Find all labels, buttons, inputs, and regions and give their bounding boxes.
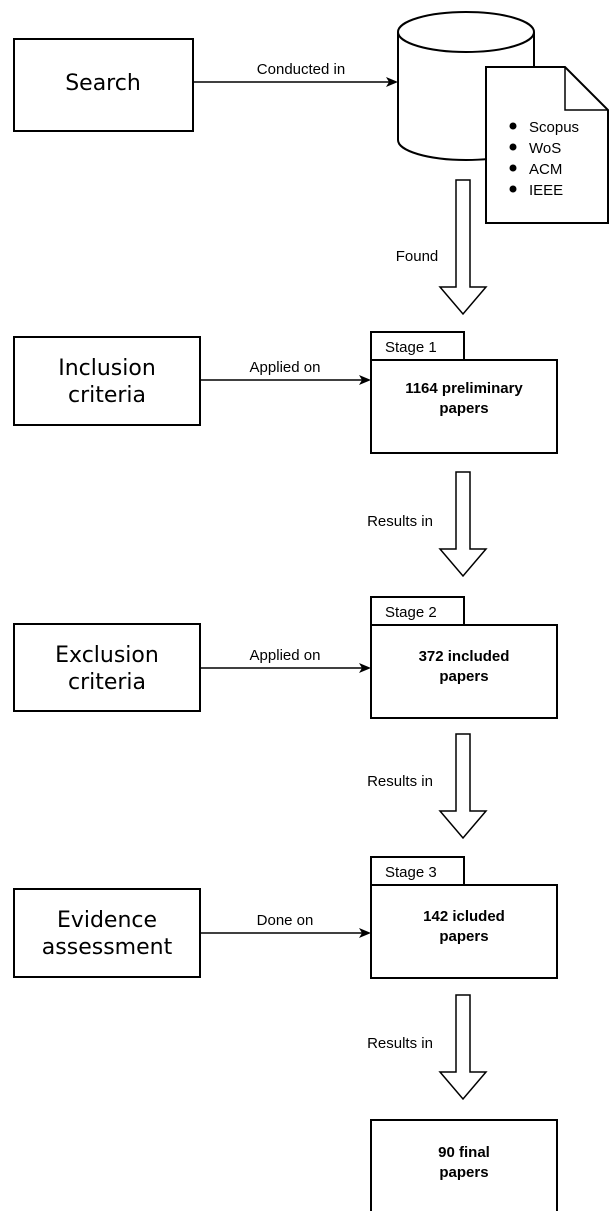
results-in-label: Results in: [367, 773, 433, 790]
applied-on-label: Applied on: [250, 647, 321, 664]
exclusion-criteria-box: [13, 623, 201, 712]
database-item-acm: ACM: [529, 161, 562, 178]
bullet-icon: [509, 122, 517, 130]
inclusion-criteria-line1: Inclusion: [58, 356, 156, 381]
bullet-icon: [509, 143, 517, 151]
final-papers-line2: papers: [439, 1164, 488, 1181]
stage-1-tab-label: Stage 1: [385, 339, 437, 356]
stage-2-tab-label: Stage 2: [385, 604, 437, 621]
database-item-ieee: IEEE: [529, 182, 563, 199]
results-in-arrow-icon: [438, 994, 488, 1101]
applied-on-arrowhead: [359, 663, 371, 673]
search-box-label: Search: [65, 71, 141, 96]
exclusion-criteria-line2: criteria: [68, 670, 146, 695]
stage-3-tab: [370, 856, 465, 886]
final-papers-box: [370, 1119, 558, 1211]
bullet-icon: [509, 185, 517, 193]
results-in-arrow-icon: [438, 733, 488, 840]
applied-on-label: Applied on: [250, 359, 321, 376]
stage-3-line2: papers: [439, 928, 488, 945]
applied-on-arrowhead: [359, 375, 371, 385]
evidence-assessment-line2: assessment: [42, 935, 173, 960]
database-item-scopus: Scopus: [529, 119, 579, 136]
stage-3-line1: 142 icluded: [423, 908, 505, 925]
stage-2-line1: 372 included: [419, 648, 510, 665]
stage-3-tab-label: Stage 3: [385, 864, 437, 881]
database-item-wos: WoS: [529, 140, 561, 157]
search-box: [13, 38, 194, 132]
exclusion-criteria-line1: Exclusion: [55, 643, 159, 668]
stage-3-box: [370, 884, 558, 979]
done-on-arrowhead: [359, 928, 371, 938]
inclusion-criteria-box: [13, 336, 201, 426]
evidence-assessment-box: [13, 888, 201, 978]
stage-1-line2: papers: [439, 400, 488, 417]
stage-1-box: [370, 359, 558, 454]
evidence-assessment-line1: Evidence: [57, 908, 157, 933]
stage-1-line1: 1164 preliminary: [405, 380, 523, 397]
database-list: Scopus WoS ACM IEEE: [509, 119, 579, 199]
inclusion-criteria-line2: criteria: [68, 383, 146, 408]
found-arrow-icon: [438, 179, 488, 316]
found-label: Found: [396, 248, 439, 265]
conducted-in-arrowhead: [386, 77, 398, 87]
stage-1-tab: [370, 331, 465, 361]
conducted-in-label: Conducted in: [257, 61, 345, 78]
results-in-label: Results in: [367, 1035, 433, 1052]
final-papers-line1: 90 final: [438, 1144, 490, 1161]
stage-2-line2: papers: [439, 668, 488, 685]
bullet-icon: [509, 164, 517, 172]
database-list-document: [485, 66, 609, 224]
results-in-arrow-icon: [438, 471, 488, 578]
results-in-label: Results in: [367, 513, 433, 530]
stage-2-box: [370, 624, 558, 719]
done-on-label: Done on: [257, 912, 314, 929]
stage-2-tab: [370, 596, 465, 626]
